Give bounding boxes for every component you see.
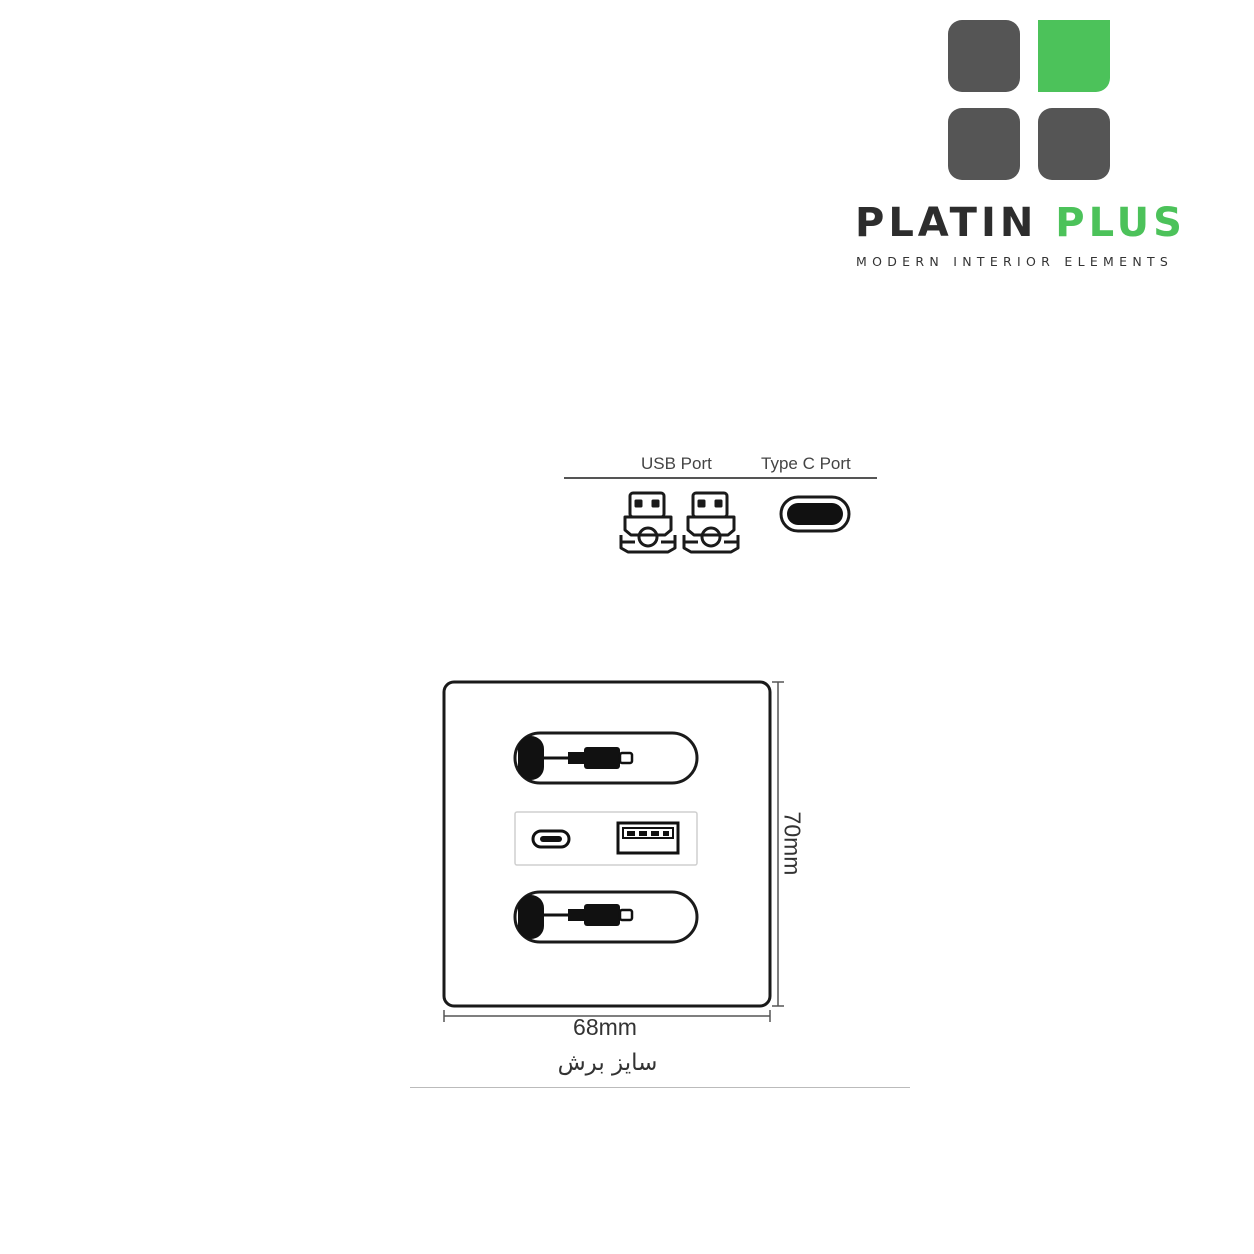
width-dimension-label: 68mm — [573, 1014, 637, 1040]
brand-logo-icon — [948, 20, 1110, 180]
retractable-cable-module-bottom — [513, 890, 699, 944]
brand-name-part2: PLUS — [1055, 200, 1186, 246]
usb-plug-icon — [682, 491, 740, 554]
usb-port-label: USB Port — [641, 454, 712, 473]
type-c-and-usb-module — [514, 811, 698, 866]
brand-name-part1: PLATIN — [855, 200, 1038, 246]
brand-tagline: MODERN INTERIOR ELEMENTS — [856, 254, 1174, 269]
socket-plate-drawing — [442, 680, 784, 1022]
retractable-cable-module-top — [513, 731, 699, 785]
usb-plug-icon — [619, 491, 677, 554]
height-dimension-label: 70mm — [779, 811, 806, 876]
bottom-divider — [410, 1087, 910, 1088]
legend-divider — [564, 477, 877, 479]
type-c-port-icon — [779, 495, 851, 533]
cut-size-label: سایز برش — [557, 1050, 658, 1076]
brand-name: PLATIN PLUS — [855, 200, 1207, 246]
typec-port-label: Type C Port — [761, 454, 851, 473]
